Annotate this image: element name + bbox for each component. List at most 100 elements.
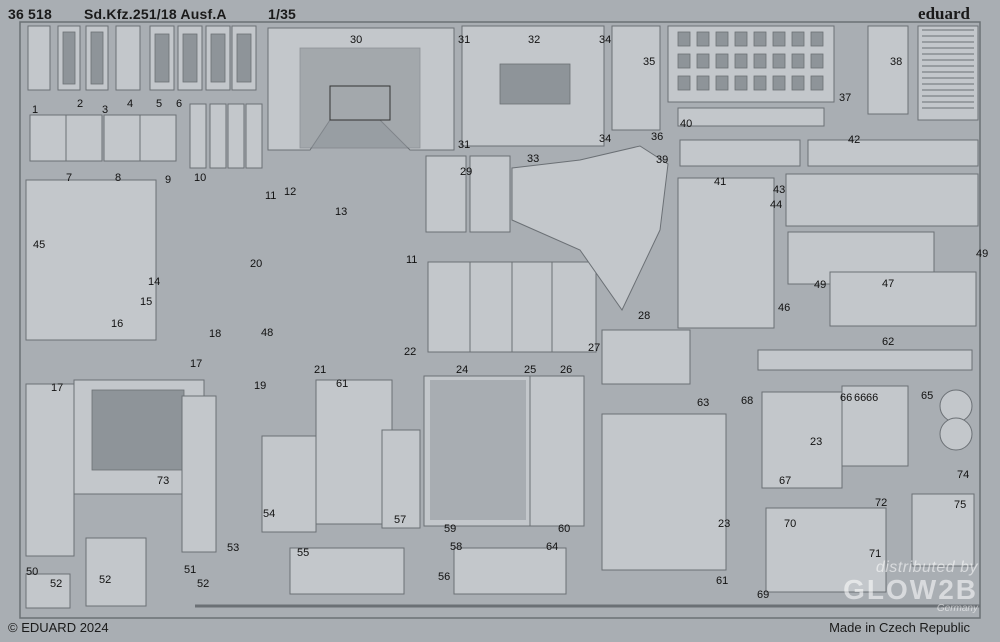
part-number-label: 72	[875, 497, 888, 509]
part-64-mesh-fill	[430, 380, 526, 520]
part-7	[65, 114, 103, 162]
part-number-label: 70	[784, 518, 797, 530]
part-number-label: 52	[50, 578, 63, 590]
part-number-label: 66	[866, 392, 879, 404]
part-number-label: 51	[184, 564, 197, 576]
part-number-label: 44	[770, 199, 783, 211]
part-5-slot	[210, 33, 226, 83]
part-37-cell	[734, 31, 748, 47]
part-37-cell	[810, 75, 824, 91]
part-82	[911, 493, 975, 567]
part-37-cell	[753, 31, 767, 47]
part-7	[103, 114, 141, 162]
part-number-label: 18	[209, 328, 222, 340]
part-5-slot	[182, 33, 198, 83]
part-number-label: 61	[716, 575, 729, 587]
part-66	[315, 379, 393, 525]
part-37-cell	[791, 31, 805, 47]
part-32-inner	[499, 63, 571, 105]
part-80-inner	[91, 389, 185, 471]
part-35-36	[611, 25, 661, 131]
part-number-label: 3	[102, 104, 109, 116]
part-number-label: 48	[261, 327, 274, 339]
part-number-label: 71	[869, 548, 882, 560]
part-45	[807, 139, 979, 167]
part-number-label: 49	[814, 279, 827, 291]
part-number-label: 27	[588, 342, 601, 354]
part-number-label: 40	[680, 118, 693, 130]
part-number-label: 61	[336, 378, 349, 390]
part-26	[551, 261, 597, 353]
part-81-disc	[939, 417, 973, 451]
part-number-label: 45	[33, 239, 46, 251]
part-37-cell	[753, 75, 767, 91]
part-6-strip	[227, 103, 245, 169]
part-7	[29, 114, 67, 162]
part-25	[511, 261, 557, 353]
part-number-label: 55	[297, 547, 310, 559]
copyright-text: © EDUARD 2024	[8, 620, 109, 635]
part-1	[27, 25, 51, 91]
part-number-label: 46	[778, 302, 791, 314]
part-number-label: 58	[450, 541, 463, 553]
part-48	[785, 173, 979, 227]
distributor-watermark: distributed by GLOW2B Germany	[843, 559, 978, 614]
part-number-label: 9	[165, 174, 172, 186]
part-number-label: 65	[921, 390, 934, 402]
part-37-cell	[791, 75, 805, 91]
part-number-label: 57	[394, 514, 407, 526]
part-77	[765, 507, 887, 593]
part-37-cell	[677, 53, 691, 69]
part-number-label: 16	[111, 318, 124, 330]
part-54	[25, 383, 75, 557]
part-30-mesh	[299, 47, 421, 149]
origin-text: Made in Czech Republic	[829, 620, 970, 635]
part-37-cell	[791, 53, 805, 69]
part-number-label: 26	[560, 364, 573, 376]
part-number-label: 31	[458, 139, 471, 151]
part-69-disc	[939, 389, 973, 423]
part-5-slot	[154, 33, 170, 83]
part-number-label: 15	[140, 296, 153, 308]
part-number-label: 11	[265, 190, 277, 202]
part-number-label: 64	[546, 541, 559, 553]
part-38-44	[867, 25, 909, 115]
part-37-cell	[810, 31, 824, 47]
part-37-cell	[772, 53, 786, 69]
part-37-cell	[772, 31, 786, 47]
part-37-cell	[696, 31, 710, 47]
part-number-label: 66	[854, 392, 867, 404]
part-37-cell	[715, 75, 729, 91]
part-number-label: 63	[697, 397, 710, 409]
part-number-label: 2	[77, 98, 84, 110]
part-2-slot	[62, 31, 76, 85]
part-number-label: 12	[284, 186, 297, 198]
part-number-label: 21	[314, 364, 327, 376]
part-39	[511, 145, 669, 311]
part-number-label: 62	[882, 336, 895, 348]
part-number-label: 54	[263, 508, 276, 520]
part-47	[677, 177, 775, 329]
part-number-label: 60	[558, 523, 571, 535]
part-40-strip	[677, 107, 825, 127]
part-number-label: 8	[115, 172, 122, 184]
part-number-label: 7	[66, 172, 73, 184]
part-number-label: 10	[194, 172, 207, 184]
part-number-label: 19	[254, 380, 267, 392]
product-title: Sd.Kfz.251/18 Ausf.A	[84, 6, 227, 22]
part-number-label: 74	[957, 469, 970, 481]
part-number-label: 14	[148, 276, 161, 288]
part-number-label: 36	[651, 131, 664, 143]
part-number-label: 23	[810, 436, 823, 448]
part-61b	[453, 547, 567, 595]
part-37-cell	[753, 53, 767, 69]
part-number-label: 59	[444, 523, 457, 535]
part-37-cell	[677, 75, 691, 91]
part-number-label: 73	[157, 475, 170, 487]
part-65	[529, 375, 585, 527]
part-66b	[601, 413, 727, 571]
part-60	[261, 435, 317, 533]
part-74	[761, 391, 843, 489]
